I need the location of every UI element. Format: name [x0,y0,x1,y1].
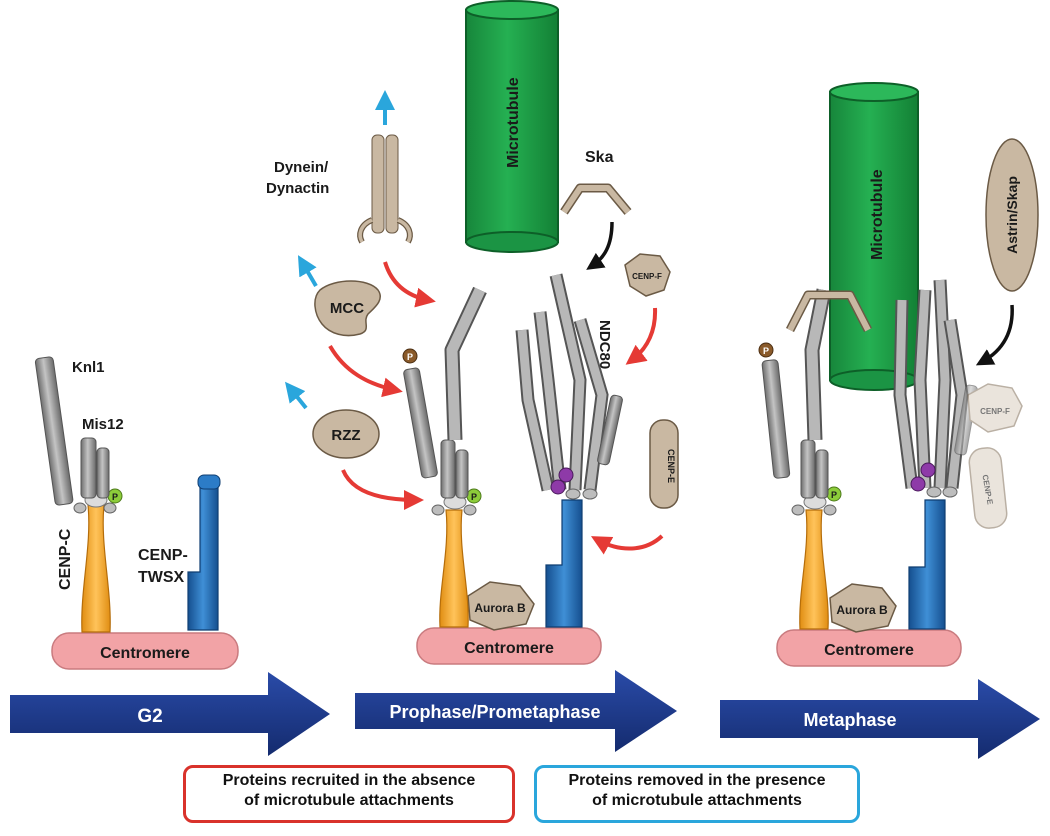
astrin-skap: Astrin/Skap [985,138,1039,292]
knl1-g2 [34,356,74,506]
mis12-rod-b [96,447,110,499]
rzz: RZZ [312,409,380,459]
svg-text:CENP-F: CENP-F [980,407,1010,416]
knl1-label: Knl1 [72,359,105,376]
cenp-twsx-g2 [187,479,219,631]
microtubule-prophase: Microtubule [465,0,559,253]
phospho-icon [758,342,774,358]
legend-removed-line-1: Proteins removed in the presence [568,772,826,789]
red-arrow-cenp-e [590,534,664,555]
centromere-label-prophase: Centromere [464,640,554,657]
svg-text:P: P [112,492,118,502]
dynein-label-2: Dynactin [266,180,329,197]
cenp-twsx-label-2: TWSX [138,569,185,586]
mcc-label: MCC [330,300,364,317]
ndc80-label: NDC80 [596,320,613,369]
centromere-label-g2: Centromere [100,645,190,662]
cenp-c-label: CENP-C [57,528,74,590]
phase-label-g2: G2 [137,706,162,727]
red-arrow-mcc [328,344,403,398]
legend-recruited-line-1: Proteins recruited in the absence [222,772,476,789]
mis12-label: Mis12 [82,416,124,433]
svg-text:P: P [471,492,477,502]
phase-arrow-metaphase: Metaphase [720,679,1040,759]
g2-kinetochore: Centromere P Knl1 Mis12 CENP-C CENP- TWS… [34,356,239,670]
cenp-c-prophase [439,509,469,628]
metaphase-kinetochore: Microtubule Astrin/Skap Centromere Auror… [758,82,1039,667]
microtubule-label-metaphase: Microtubule [869,169,886,260]
legend-recruited-line-2: of microtubule attachments [244,792,454,809]
black-arrow-ska [586,221,614,270]
cenp-twsx-label-1: CENP- [138,547,188,564]
cenp-f-label: CENP-F [632,272,662,281]
centromere-prophase [416,627,602,665]
svg-text:P: P [831,490,837,500]
blue-arrow-mcc [297,255,318,288]
legend-recruited: Proteins recruited in the absence of mic… [183,765,515,823]
aurora-b-prophase: Aurora B [467,581,535,631]
dynein-dynactin: Dynein/ Dynactin [266,134,413,244]
phase-label-prophase: Prophase/Prometaphase [389,702,600,722]
legend-removed-line-2: of microtubule attachments [592,792,802,809]
cenp-e-metaphase [968,447,1008,529]
phase-arrow-g2: G2 [10,672,330,756]
black-arrow-astrin [975,304,1014,366]
microtubule-label-prophase: Microtubule [505,77,522,168]
centromere-g2 [51,632,239,670]
cenp-e-label: CENP-E [666,449,676,483]
red-arrow-rzz [341,469,424,510]
phase-label-metaphase: Metaphase [803,710,896,730]
svg-text:P: P [407,352,413,362]
cenp-f-prophase: CENP-F [624,253,671,297]
dynein-label-1: Dynein/ [274,159,329,176]
mcc: MCC [314,280,381,337]
red-arrow-cenp-f [625,307,658,365]
legend-removed: Proteins removed in the presence of micr… [534,765,860,823]
red-arrow-dynein [383,261,436,308]
rzz-label: RZZ [331,427,360,444]
mis12-g2 [80,437,97,499]
ska: Ska [560,149,632,215]
cenp-c-g2 [81,504,111,633]
svg-text:P: P [763,346,769,356]
astrin-skap-label: Astrin/Skap [1004,176,1020,254]
blue-arrow-rzz [285,381,308,410]
aurora-b-label-prophase: Aurora B [474,601,526,615]
centromere-label-metaphase: Centromere [824,642,914,659]
phase-arrow-prophase: Prophase/Prometaphase [355,670,677,752]
cenp-e-prophase: CENP-E [649,419,679,509]
prophase-kinetochore: Microtubule Dynein/ Dynactin Ska MCC [266,0,679,665]
cenp-f-metaphase [967,383,1023,433]
aurora-b-label-metaphase: Aurora B [836,603,888,617]
aurora-b-metaphase: Aurora B [829,583,897,633]
phospho-icon [402,348,418,364]
ska-label: Ska [585,149,614,166]
